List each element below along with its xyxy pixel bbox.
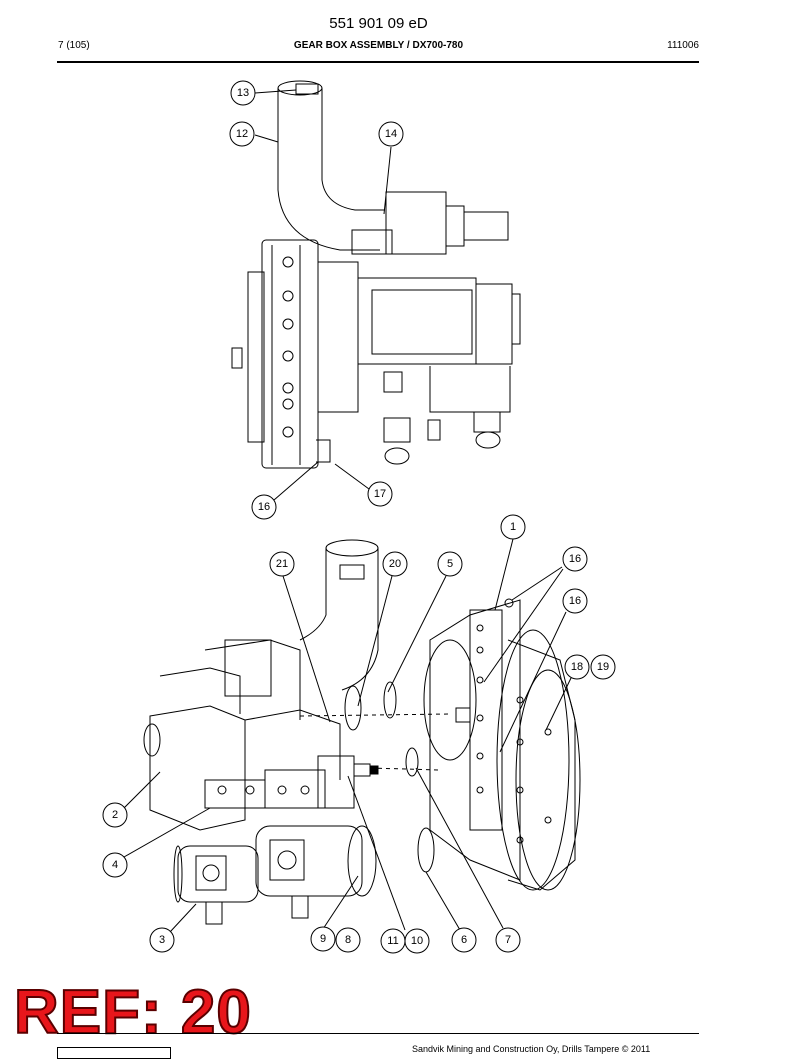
svg-text:20: 20 <box>389 558 401 570</box>
svg-text:1: 1 <box>510 521 516 533</box>
svg-text:18: 18 <box>571 661 583 673</box>
ref-label: REF: 20 <box>13 978 252 1047</box>
svg-text:16: 16 <box>569 553 581 565</box>
svg-text:7: 7 <box>505 934 511 946</box>
callout-13: 13 <box>230 80 256 106</box>
header-rule <box>57 61 699 63</box>
callout-18: 18 <box>564 654 590 680</box>
footer-copyright: Sandvik Mining and Construction Oy, Dril… <box>412 1044 651 1054</box>
svg-text:8: 8 <box>345 934 351 946</box>
callout-2: 2 <box>102 802 128 828</box>
svg-text:5: 5 <box>447 558 453 570</box>
lower-exploded-assembly <box>123 538 581 933</box>
svg-text:21: 21 <box>276 558 288 570</box>
sandvik-logo <box>57 1047 171 1059</box>
svg-text:16: 16 <box>569 595 581 607</box>
svg-text:3: 3 <box>159 934 165 946</box>
callout-3: 3 <box>149 927 175 953</box>
callout-20: 20 <box>382 551 408 577</box>
page-title: GEAR BOX ASSEMBLY / DX700-780 <box>293 40 464 51</box>
svg-text:12: 12 <box>236 128 248 140</box>
svg-text:6: 6 <box>461 934 467 946</box>
callout-12: 12 <box>229 121 255 147</box>
svg-text:13: 13 <box>237 87 249 99</box>
callout-16: 16 <box>251 494 277 520</box>
callout-10: 10 <box>404 928 430 954</box>
svg-text:9: 9 <box>320 933 326 945</box>
callout-17: 17 <box>367 481 393 507</box>
callout-4: 4 <box>102 852 128 878</box>
callout-1: 1 <box>500 514 526 540</box>
page-number: 7 (105) <box>58 40 90 51</box>
callout-5: 5 <box>437 551 463 577</box>
svg-text:14: 14 <box>385 128 397 140</box>
callout-6: 6 <box>451 927 477 953</box>
callout-16: 16 <box>562 588 588 614</box>
callout-8: 8 <box>335 927 361 953</box>
document-number: 551 901 09 eD <box>329 15 428 32</box>
callout-11: 11 <box>380 928 406 954</box>
svg-text:4: 4 <box>112 859 118 871</box>
callout-21: 21 <box>269 551 295 577</box>
upper-gearbox-assembly <box>231 80 521 501</box>
callout-7: 7 <box>495 927 521 953</box>
callout-9: 9 <box>310 926 336 952</box>
svg-text:10: 10 <box>411 935 423 947</box>
svg-text:16: 16 <box>258 501 270 513</box>
svg-text:2: 2 <box>112 809 118 821</box>
footer-rule <box>57 1033 699 1034</box>
callout-19: 19 <box>590 654 616 680</box>
date-code: 111006 <box>667 40 699 51</box>
svg-text:11: 11 <box>387 935 398 947</box>
callout-14: 14 <box>378 121 404 147</box>
callout-16: 16 <box>562 546 588 572</box>
svg-text:19: 19 <box>597 661 609 673</box>
svg-text:17: 17 <box>374 488 386 500</box>
